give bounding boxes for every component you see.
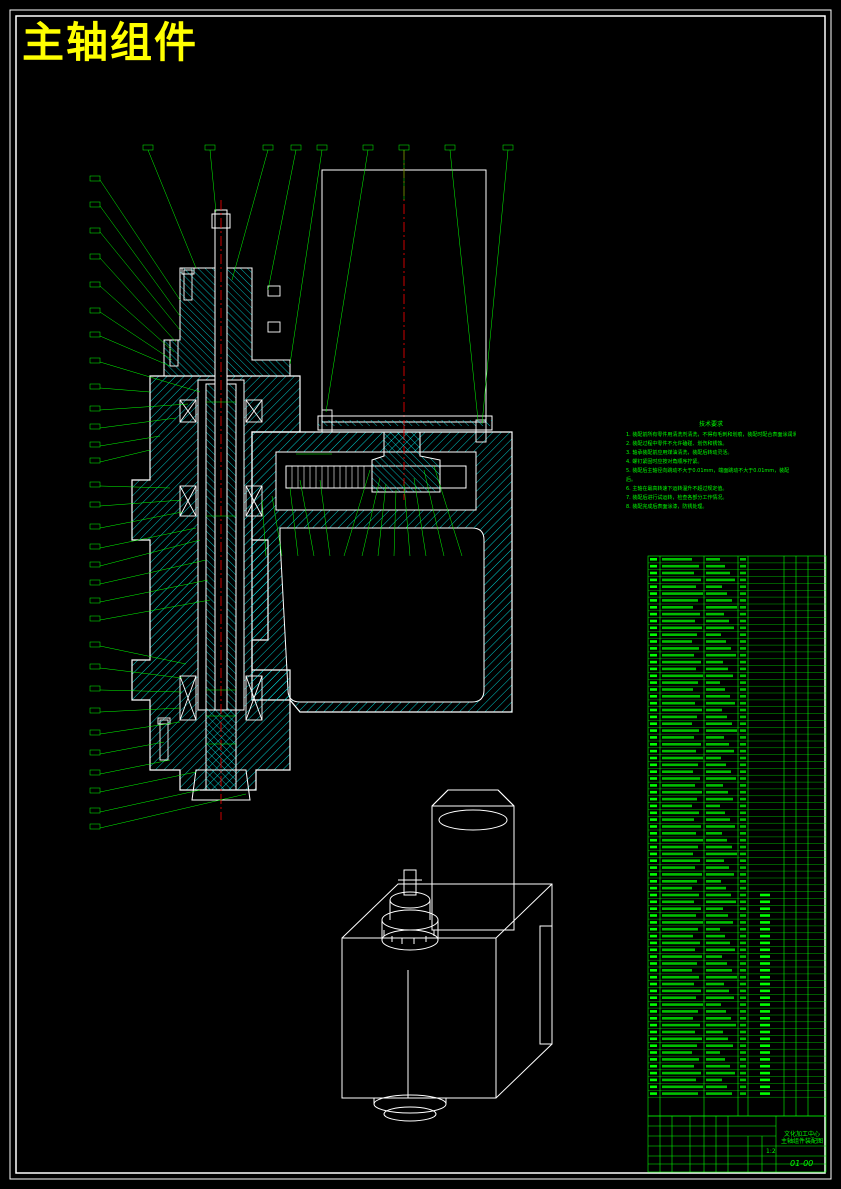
parts-list-rows (648, 562, 826, 1098)
technical-note-line: 8. 装配完成后表面涂漆，防锈处理。 (626, 504, 708, 510)
leader-lines-gear (261, 465, 463, 557)
scale-value: 1:2 (766, 1148, 776, 1155)
outer-border (9, 9, 832, 1180)
spindle-nose (191, 769, 251, 801)
technical-notes-heading: 技术要求 (698, 421, 723, 428)
housing-cavity (279, 527, 485, 703)
leader-lines-left (99, 179, 247, 829)
technical-note-line: 2. 装配过程中零件不允许磕碰、划伤和锈蚀。 (626, 441, 728, 447)
inner-border (15, 15, 826, 1174)
drawing-number: 01-00 (790, 1159, 814, 1168)
technical-notes: 技术要求 1. 装配前所有零件用清洗剂清洗，不得有毛刺和划痕，装配时配合表面涂润… (626, 420, 796, 512)
title-block (647, 1115, 827, 1173)
technical-note-line: 3. 轴承装配前应用煤油清洗，装配后转动灵活。 (626, 450, 733, 456)
company-line-2: 主轴组件装配图 (780, 1138, 823, 1145)
company-name: 文化加工中心 主轴组件装配图 (779, 1131, 825, 1145)
technical-note-line: 6. 主轴在最高转速下运转温升不超过规定值。 (626, 486, 728, 492)
bolts (157, 267, 487, 761)
isometric-view (341, 789, 553, 1122)
company-line-1: 文化加工中心 (783, 1131, 820, 1138)
parts-list-entries (650, 558, 770, 1095)
leader-lines-top (147, 149, 509, 425)
section-view (131, 150, 513, 820)
technical-note-line: 1. 装配前所有零件用清洗剂清洗，不得有毛刺和划痕，装配时配合表面涂润滑油。 (626, 432, 796, 438)
technical-note-line: 后。 (626, 477, 637, 483)
technical-note-line: 4. 螺钉紧固时应按对角顺序拧紧。 (626, 459, 703, 465)
part-number-tags (89, 144, 514, 830)
technical-note-line: 7. 装配后进行试运转，检查各部分工作情况。 (626, 495, 728, 501)
inner-dimensions (206, 401, 332, 745)
technical-note-line: 5. 装配后主轴径向跳动不大于0.01mm，端面跳动不大于0.01mm，装配 (626, 468, 790, 474)
drawing-title: 主轴组件 (22, 18, 199, 67)
motor-shaft-hub (371, 431, 441, 493)
iso-small-ticks (383, 930, 435, 944)
